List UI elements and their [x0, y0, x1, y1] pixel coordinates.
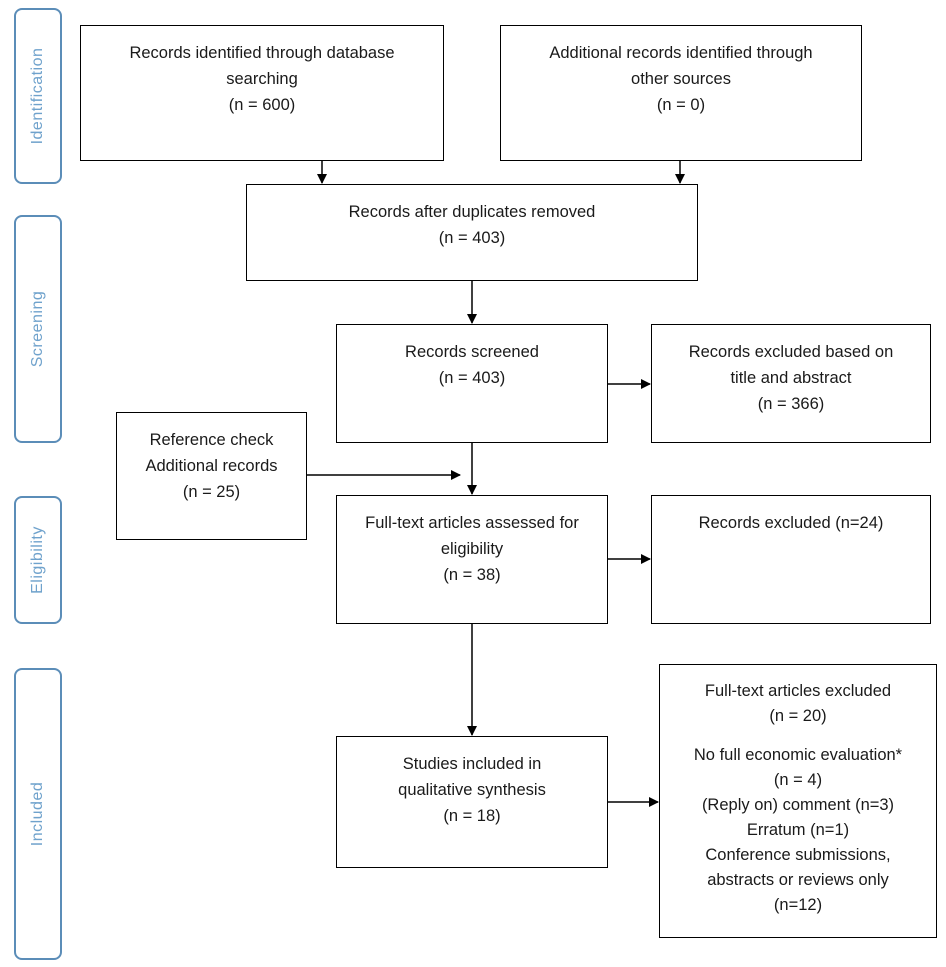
box-count: (n = 18)	[443, 807, 501, 825]
box-count: (n = 366)	[757, 395, 825, 413]
box-records-screened: Records screened (n = 403)	[336, 324, 608, 443]
box-text-line: Records screened	[405, 343, 539, 361]
box-text-line: Conference submissions,	[705, 846, 891, 864]
box-text-line: Full-text articles excluded	[704, 682, 892, 700]
box-text-line: Additional records identified through	[549, 44, 813, 62]
box-text-line: Records excluded (n=24)	[698, 514, 884, 532]
box-text-line: searching	[226, 70, 298, 88]
box-database-records: Records identified through database sear…	[80, 25, 444, 161]
stage-identification: Identification	[14, 8, 62, 184]
stage-included: Included	[14, 668, 62, 960]
box-reference-check: Reference check Additional records (n = …	[116, 412, 307, 540]
box-count: (n = 25)	[182, 483, 241, 501]
box-count: (n = 20)	[769, 707, 827, 725]
box-text-line: Additional records	[145, 457, 278, 475]
box-count: (n = 403)	[438, 369, 506, 387]
stage-screening: Screening	[14, 215, 62, 443]
box-text-line: qualitative synthesis	[398, 781, 546, 799]
box-text-line: (Reply on) comment (n=3)	[701, 796, 895, 814]
box-fulltext-assessed: Full-text articles assessed for eligibil…	[336, 495, 608, 624]
box-records-excluded: Records excluded (n=24)	[651, 495, 931, 624]
box-text-line: Erratum (n=1)	[746, 821, 850, 839]
box-count: (n = 403)	[438, 229, 506, 247]
box-text-line: Records after duplicates removed	[348, 203, 596, 221]
box-count: (n = 4)	[773, 771, 823, 789]
box-excluded-title-abstract: Records excluded based on title and abst…	[651, 324, 931, 443]
box-count: (n = 38)	[443, 566, 501, 584]
box-text-line: abstracts or reviews only	[707, 871, 889, 889]
box-count: (n = 600)	[228, 96, 296, 114]
box-fulltext-excluded: Full-text articles excluded (n = 20) No …	[659, 664, 937, 938]
box-text-line: Records excluded based on	[688, 343, 894, 361]
box-text-line: eligibility	[440, 540, 504, 558]
spacer	[660, 729, 936, 743]
box-count: (n=12)	[773, 896, 823, 914]
box-text-line: Full-text articles assessed for	[365, 514, 579, 532]
box-text-line: Studies included in	[402, 755, 542, 773]
box-after-duplicates: Records after duplicates removed (n = 40…	[246, 184, 698, 281]
box-text-line: Records identified through database	[129, 44, 395, 62]
box-other-sources: Additional records identified through ot…	[500, 25, 862, 161]
box-text-line: Reference check	[149, 431, 274, 449]
box-count: (n = 0)	[656, 96, 706, 114]
box-studies-included: Studies included in qualitative synthesi…	[336, 736, 608, 868]
stage-eligibility: Eligibility	[14, 496, 62, 624]
box-text-line: title and abstract	[730, 369, 852, 387]
box-text-line: No full economic evaluation*	[693, 746, 903, 764]
box-text-line: other sources	[631, 70, 731, 88]
